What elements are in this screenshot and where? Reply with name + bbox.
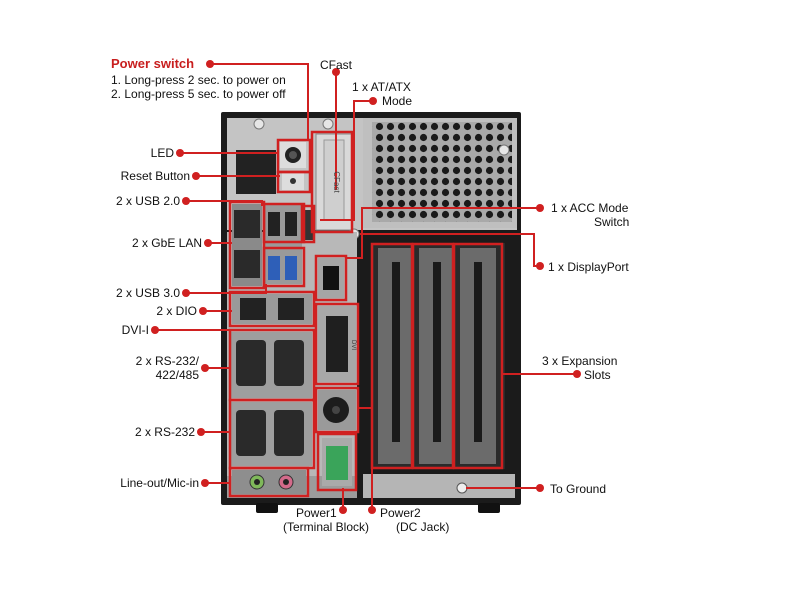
dvi-label: DVI-I bbox=[121, 323, 149, 337]
power2-label-line1: Power2 bbox=[380, 506, 421, 520]
highlight-boxes bbox=[228, 130, 504, 498]
rs232-485-label-line1: 2 x RS-232/ bbox=[135, 354, 199, 368]
power1-label-line1: Power1 bbox=[296, 506, 337, 520]
usb20-label: 2 x USB 2.0 bbox=[115, 194, 180, 208]
dvi-port-label: DVI bbox=[350, 340, 356, 350]
chassis bbox=[221, 112, 521, 513]
gbe-lan-label: 2 x GbE LAN bbox=[131, 236, 202, 250]
to-ground-label: To Ground bbox=[550, 482, 607, 496]
cfast-card-label: CFast bbox=[332, 171, 341, 193]
dio-label: 2 x DIO bbox=[156, 304, 197, 318]
power1-label-line2: (Terminal Block) bbox=[283, 520, 370, 534]
expansion-slots-label-line2: Slots bbox=[584, 368, 611, 382]
power-switch-label: Power switch bbox=[111, 56, 195, 71]
power2-label-line2: (DC Jack) bbox=[396, 520, 450, 534]
displayport-label: 1 x DisplayPort bbox=[548, 260, 629, 274]
acc-switch-label-line2: Switch bbox=[594, 215, 630, 229]
led-label: LED bbox=[150, 146, 174, 160]
rs232-485-label-line2: 422/485 bbox=[155, 368, 199, 382]
acc-switch-label-line1: 1 x ACC Mode bbox=[551, 201, 629, 215]
usb30-label: 2 x USB 3.0 bbox=[115, 286, 180, 300]
rs232-label: 2 x RS-232 bbox=[134, 425, 195, 439]
leader-dots bbox=[151, 60, 581, 514]
expansion-slots-label-line1: 3 x Expansion bbox=[542, 354, 618, 368]
vent-grille bbox=[372, 122, 512, 222]
at-atx-label-line1: 1 x AT/ATX bbox=[352, 80, 411, 94]
cfast-label: CFast bbox=[320, 58, 353, 72]
power-switch-note-2: 2. Long-press 5 sec. to power off bbox=[111, 87, 286, 101]
lineout-label: Line-out/Mic-in bbox=[120, 476, 199, 490]
at-atx-label-line2: Mode bbox=[382, 94, 413, 108]
power-switch-note-1: 1. Long-press 2 sec. to power on bbox=[111, 73, 286, 87]
reset-button-label: Reset Button bbox=[120, 169, 190, 183]
